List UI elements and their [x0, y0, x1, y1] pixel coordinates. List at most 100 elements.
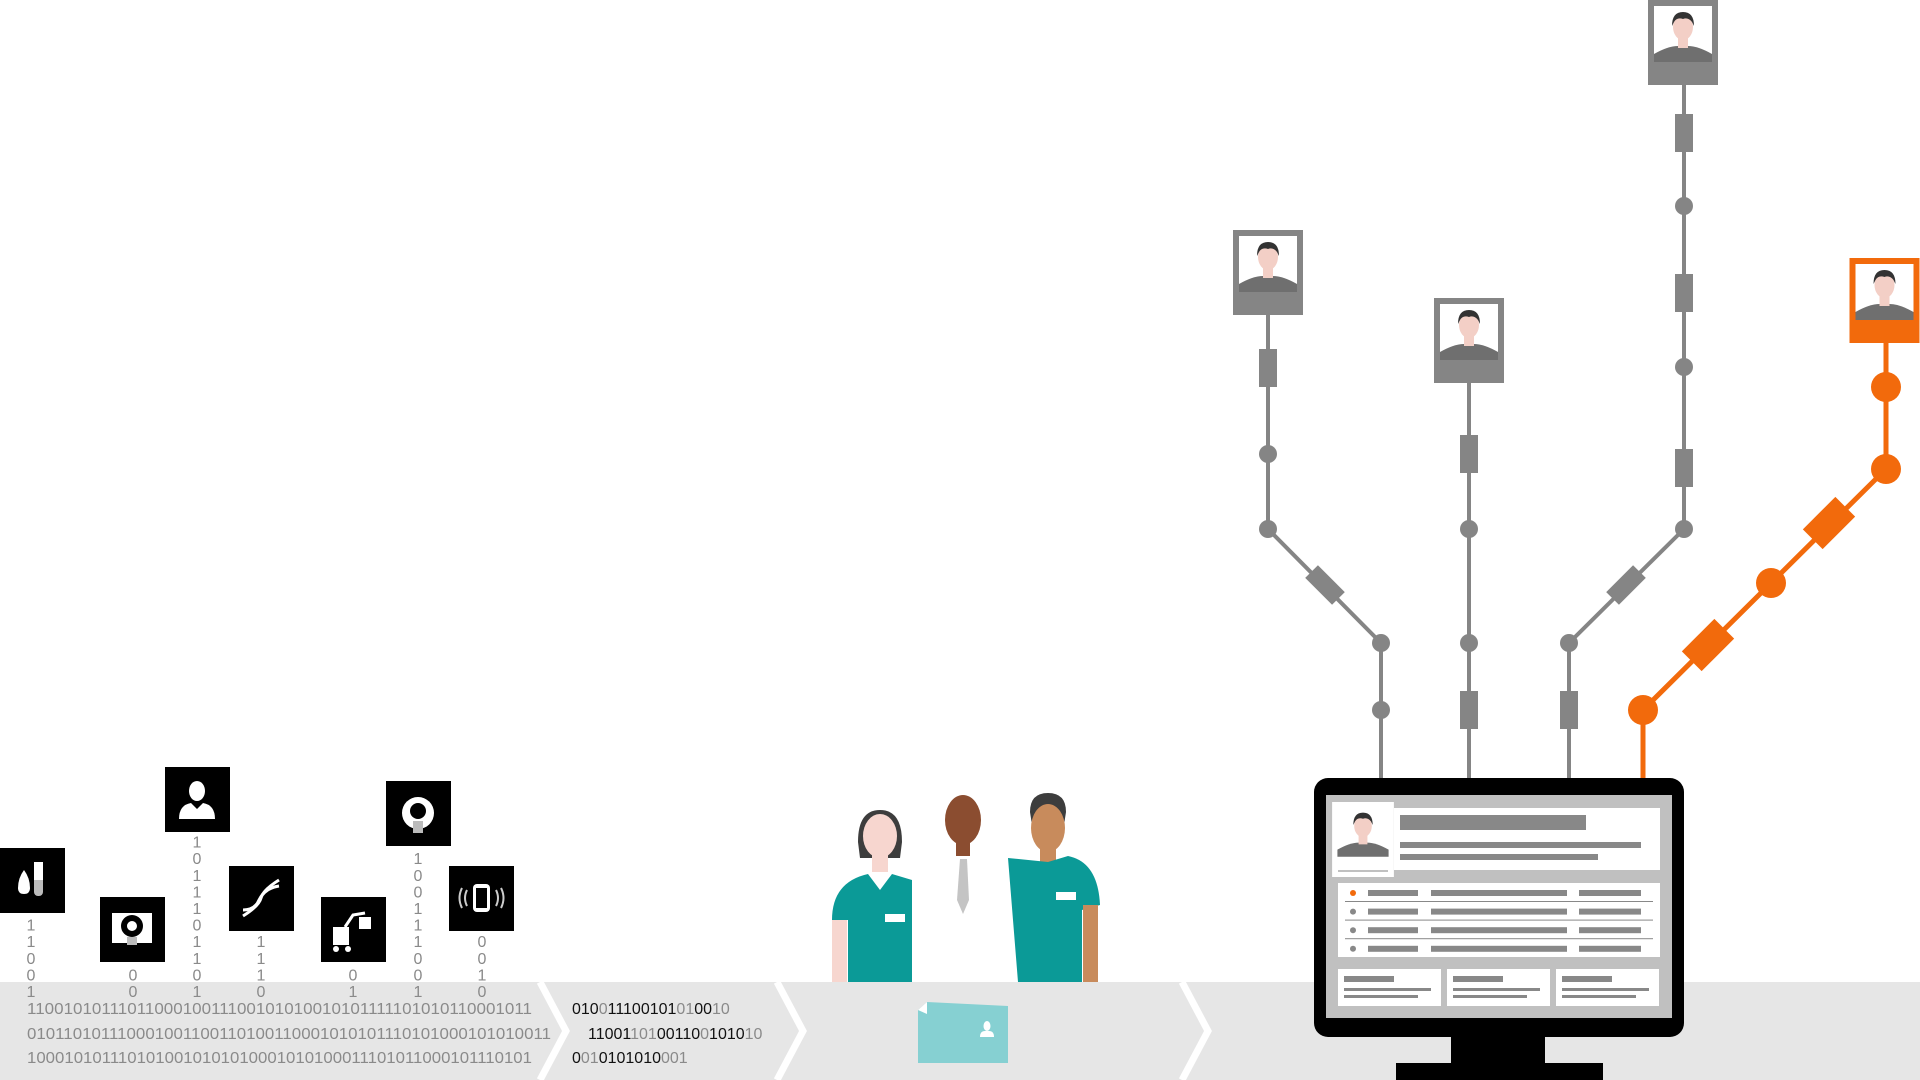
- digit: 1: [193, 934, 202, 951]
- compressed-row: 010011100101010010: [572, 1001, 730, 1018]
- digit: 0: [257, 984, 266, 1001]
- digit: 1: [257, 967, 266, 984]
- digit: 0: [193, 851, 202, 868]
- record-row: [1345, 927, 1653, 940]
- compressed-segment: 101: [630, 1026, 657, 1043]
- binary-stream: 1100101011101100010011100101010010101111…: [27, 1001, 551, 1067]
- compressed-segment: 10: [745, 1026, 763, 1043]
- digit: 0: [27, 967, 36, 984]
- digit: 0: [414, 884, 423, 901]
- digit: 1: [414, 851, 423, 868]
- digit: 0: [414, 967, 423, 984]
- record-card: [1556, 969, 1659, 1006]
- patient-portrait-1: [1233, 230, 1303, 315]
- medical-cart-digit-column: 01: [349, 967, 358, 1001]
- record-card: [1447, 969, 1550, 1006]
- digit: 1: [193, 835, 202, 852]
- patient-record-folder-icon: [918, 1002, 1008, 1063]
- patient-portrait-2: [1434, 298, 1504, 383]
- digit: 1: [193, 868, 202, 885]
- care-team: [832, 793, 1100, 982]
- ct-scanner-digit-column: 100111001: [414, 851, 423, 1001]
- row-bullet: [1350, 908, 1356, 915]
- digit: 0: [129, 967, 138, 984]
- blood-test-tube-digit-column: 11001: [27, 918, 36, 1001]
- blood-test-tube-icon: [0, 848, 65, 913]
- digit: 1: [193, 884, 202, 901]
- compressed-segment: 01: [676, 1001, 694, 1018]
- compressed-segment: 0: [700, 1026, 709, 1043]
- digit: 1: [193, 951, 202, 968]
- digit: 0: [193, 918, 202, 935]
- digit: 0: [193, 967, 202, 984]
- digit: 0: [478, 934, 487, 951]
- compressed-segment: 10: [712, 1001, 730, 1018]
- digit: 0: [349, 967, 358, 984]
- compressed-segment: 0101010: [599, 1050, 661, 1067]
- compressed-segment: 00110: [657, 1026, 700, 1043]
- connection-4-highlighted: [1628, 342, 1901, 778]
- compressed-segment: 01: [581, 1050, 599, 1067]
- compressed-segment: 001: [661, 1050, 688, 1067]
- chevron-1: [536, 980, 570, 1080]
- compressed-segment: 0: [599, 1001, 608, 1018]
- digit: 1: [27, 984, 36, 1001]
- patient-connections: [1233, 0, 1920, 778]
- record-portrait: [1332, 802, 1394, 877]
- dna-digit-column: 1110: [257, 934, 266, 1001]
- record-list: [1345, 890, 1653, 952]
- data-icons: [0, 767, 514, 962]
- digit: 1: [414, 984, 423, 1001]
- digit: 1: [414, 934, 423, 951]
- compressed-stream: 0100111001010100101100110100110010101000…: [572, 1001, 763, 1067]
- digit: 1: [414, 918, 423, 935]
- connection-1: [1259, 315, 1390, 778]
- record-card: [1338, 969, 1441, 1006]
- binary-row: 0101101011100010011001101001100010101011…: [27, 1026, 551, 1043]
- digit: 0: [478, 984, 487, 1001]
- compressed-segment: 0: [572, 1050, 581, 1067]
- nurse-male: [1008, 793, 1100, 982]
- mri-scanner-digit-column: 00: [129, 967, 138, 1001]
- digit: 0: [414, 951, 423, 968]
- digit: 1: [193, 984, 202, 1001]
- row-bullet: [1350, 927, 1356, 934]
- stage-chevrons: [536, 980, 1212, 1080]
- digit: 0: [414, 868, 423, 885]
- chevron-3: [1178, 980, 1212, 1080]
- compressed-segment: 00: [694, 1001, 712, 1018]
- patient-profile-icon: [165, 767, 230, 832]
- chevron-2: [773, 980, 807, 1080]
- digit: 1: [257, 934, 266, 951]
- digit: 1: [349, 984, 358, 1001]
- record-cards: [1338, 969, 1659, 1006]
- digit: 1: [257, 951, 266, 968]
- record-row: [1350, 945, 1641, 952]
- binary-row: 1000101011101010010101010001010100011101…: [27, 1050, 532, 1067]
- monitor: [1314, 778, 1684, 1080]
- digit: 1: [478, 967, 487, 984]
- binary-row: 1100101011101100010011100101010010101111…: [27, 1001, 532, 1018]
- ct-scanner-icon: [386, 781, 451, 846]
- digit: 1: [414, 901, 423, 918]
- digit: 1: [27, 918, 36, 935]
- digit: 1: [193, 901, 202, 918]
- compressed-segment: 11001: [588, 1026, 631, 1043]
- compressed-segment: 1010: [709, 1026, 745, 1043]
- compressed-segment: 010: [572, 1001, 599, 1018]
- patient-portrait-4: [1849, 258, 1920, 343]
- connection-3: [1560, 83, 1693, 778]
- dna-icon: [229, 866, 294, 931]
- record-row: [1345, 890, 1653, 902]
- connection-2: [1460, 382, 1478, 778]
- record-row: [1345, 908, 1653, 921]
- patient-portrait-3: [1648, 0, 1718, 85]
- smartwatch-icon: [449, 866, 514, 931]
- nurse-female: [832, 810, 912, 982]
- compressed-row: 0010101010001: [572, 1050, 688, 1067]
- digit: 0: [478, 951, 487, 968]
- row-bullet: [1350, 890, 1356, 896]
